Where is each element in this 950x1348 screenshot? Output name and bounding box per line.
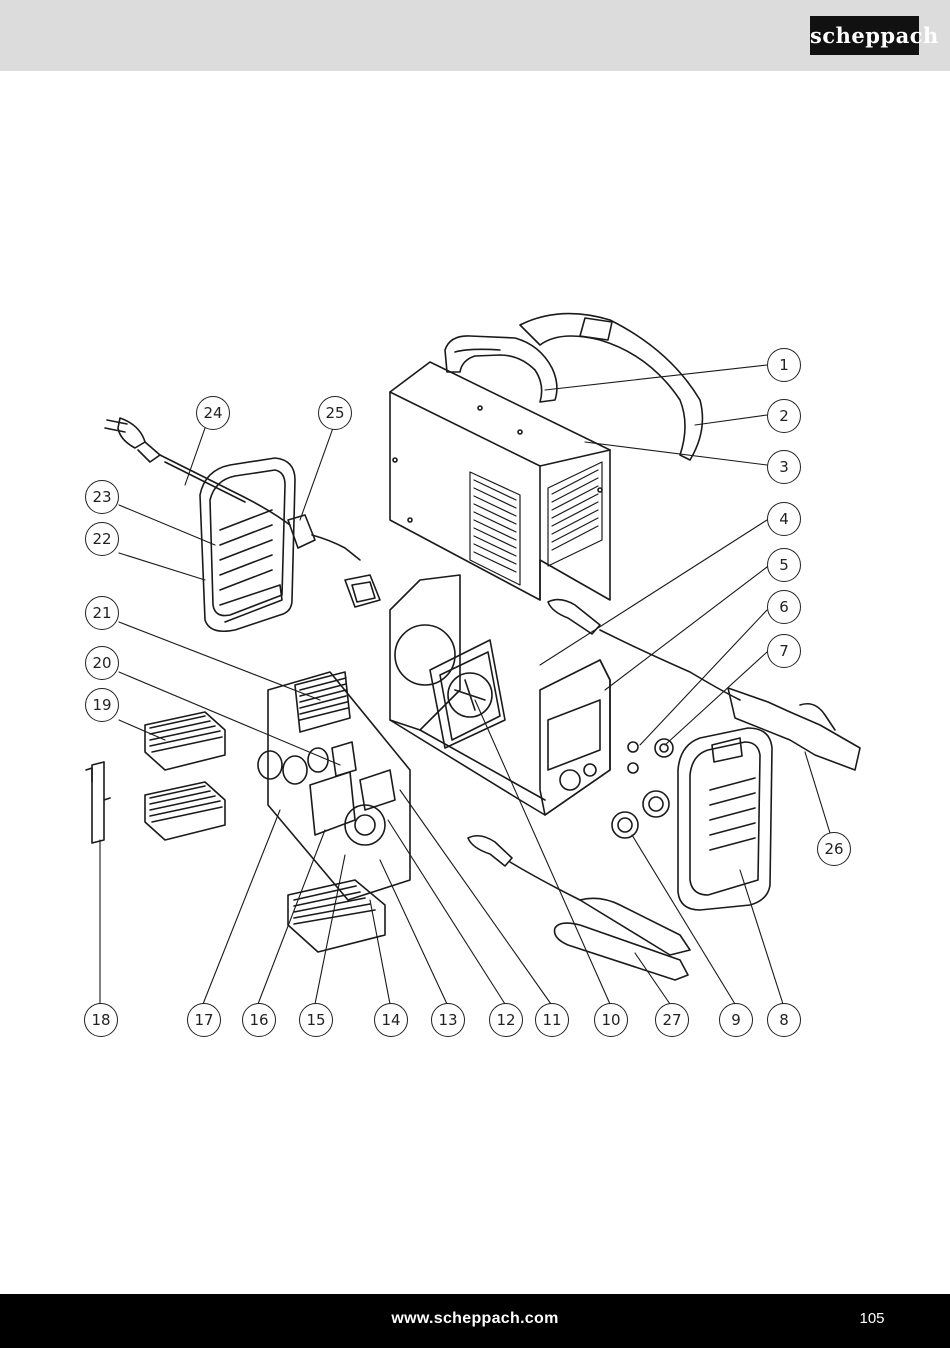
callout-26: 26 xyxy=(817,832,851,866)
diagram-drawing xyxy=(85,312,861,1005)
heatsink-lower-part xyxy=(144,781,226,841)
callout-5: 5 xyxy=(767,548,801,582)
heatsink-bottom-part xyxy=(287,879,386,953)
callout-2: 2 xyxy=(767,399,801,433)
callout-9: 9 xyxy=(719,1003,753,1037)
callout-8: 8 xyxy=(767,1003,801,1037)
callout-1: 1 xyxy=(767,348,801,382)
callout-7: 7 xyxy=(767,634,801,668)
callout-27: 27 xyxy=(655,1003,689,1037)
pcb-part xyxy=(257,671,411,901)
callout-3: 3 xyxy=(767,450,801,484)
callout-17: 17 xyxy=(187,1003,221,1037)
callout-10: 10 xyxy=(594,1003,628,1037)
page-number: 105 xyxy=(859,1310,885,1327)
heatsink-upper-part xyxy=(144,711,226,771)
earth-clamp-part xyxy=(467,834,691,981)
callout-21: 21 xyxy=(85,596,119,630)
rear-panel-part xyxy=(677,727,773,911)
callout-15: 15 xyxy=(299,1003,333,1037)
callout-18: 18 xyxy=(84,1003,118,1037)
bracket-part xyxy=(85,761,111,844)
callout-12: 12 xyxy=(489,1003,523,1037)
header-band: scheppach xyxy=(0,0,950,71)
callout-16: 16 xyxy=(242,1003,276,1037)
callout-22: 22 xyxy=(85,522,119,556)
callout-24: 24 xyxy=(196,396,230,430)
callout-11: 11 xyxy=(535,1003,569,1037)
small-parts xyxy=(611,738,674,839)
strap-part xyxy=(519,312,704,461)
scheppach-logo: scheppach xyxy=(810,16,938,55)
handle-part xyxy=(444,335,558,403)
switch-part xyxy=(344,574,381,608)
front-panel-part xyxy=(199,457,296,633)
housing-part xyxy=(389,361,611,601)
callout-14: 14 xyxy=(374,1003,408,1037)
callout-13: 13 xyxy=(431,1003,465,1037)
electrode-holder-part xyxy=(547,598,861,771)
footer-band: www.scheppach.com 105 xyxy=(0,1294,950,1348)
callout-4: 4 xyxy=(767,502,801,536)
callout-6: 6 xyxy=(767,590,801,624)
chassis-part xyxy=(389,574,611,816)
callout-25: 25 xyxy=(318,396,352,430)
callout-23: 23 xyxy=(85,480,119,514)
callout-20: 20 xyxy=(85,646,119,680)
mains-cable-part xyxy=(104,417,361,561)
callout-19: 19 xyxy=(85,688,119,722)
website-link[interactable]: www.scheppach.com xyxy=(391,1310,559,1327)
exploded-parts-diagram: 1 2 3 4 5 6 7 8 9 10 11 12 13 14 15 16 1… xyxy=(0,300,950,1060)
leader-lines xyxy=(99,364,831,1005)
fan-part xyxy=(429,639,506,749)
